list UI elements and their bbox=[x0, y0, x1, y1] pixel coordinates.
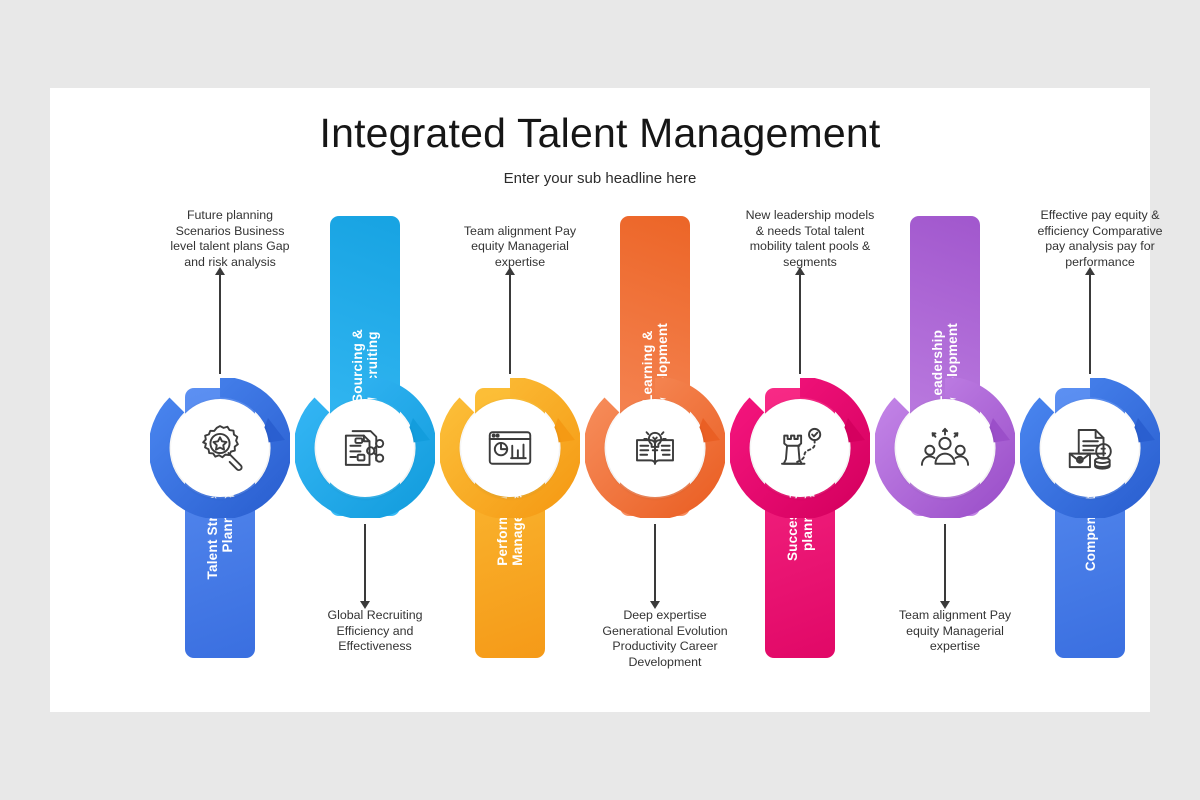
arrow-head-icon bbox=[650, 601, 660, 609]
step-icon-disc-5 bbox=[751, 399, 849, 497]
gear-star-magnifier-icon bbox=[202, 425, 243, 471]
step-description-6: Team alignment Pay equity Managerial exp… bbox=[898, 608, 1012, 653]
arrow-head-icon bbox=[360, 601, 370, 609]
process-step-2[interactable]: Sourcing & Recruiting Global Recruiting … bbox=[295, 88, 455, 712]
step-icon-disc-2 bbox=[316, 399, 414, 497]
step-icon-disc-1 bbox=[171, 399, 269, 497]
process-step-3[interactable]: Performance Management Team alignment Pa… bbox=[440, 88, 600, 712]
connector-arrow-6 bbox=[940, 524, 950, 609]
process-step-1[interactable]: Talent Strategy & Planning Future planni… bbox=[150, 88, 310, 712]
step-icon-disc-6 bbox=[896, 399, 994, 497]
step-description-4: Deep expertise Generational Evolution Pr… bbox=[602, 608, 728, 669]
connector-arrow-5 bbox=[795, 267, 805, 374]
page-title: Integrated Talent Management bbox=[319, 110, 881, 156]
arrow-head-icon bbox=[940, 601, 950, 609]
connector-arrow-4 bbox=[650, 524, 660, 609]
step-icon-ring-1[interactable] bbox=[150, 378, 290, 518]
arrow-head-icon bbox=[795, 267, 805, 275]
connector-arrow-3 bbox=[505, 267, 515, 374]
process-step-4[interactable]: Learning & Development Deep expertise Ge… bbox=[585, 88, 745, 712]
arrow-head-icon bbox=[505, 267, 515, 275]
step-icon-ring-3[interactable] bbox=[440, 378, 580, 518]
step-description-2: Global Recruiting Efficiency and Effecti… bbox=[327, 608, 423, 653]
step-icon-ring-7[interactable] bbox=[1020, 378, 1160, 518]
chess-rook-goal-icon bbox=[781, 427, 822, 465]
step-description-5: New leadership models & needs Total tale… bbox=[745, 208, 875, 269]
team-leader-icon bbox=[920, 427, 970, 466]
step-icon-ring-2[interactable] bbox=[295, 378, 435, 518]
step-icon-disc-7 bbox=[1041, 399, 1139, 497]
book-lightbulb-icon bbox=[636, 431, 674, 465]
payroll-money-icon bbox=[1068, 429, 1112, 470]
step-icon-disc-3 bbox=[461, 399, 559, 497]
process-step-6[interactable]: Leadership Development Team alignment Pa… bbox=[875, 88, 1035, 712]
step-description-7: Effective pay equity & efficiency Compar… bbox=[1037, 208, 1163, 269]
connector-arrow-1 bbox=[215, 267, 225, 374]
page-subtitle: Enter your sub headline here bbox=[503, 170, 697, 187]
step-icon-ring-4[interactable] bbox=[585, 378, 725, 518]
connector-arrow-7 bbox=[1085, 267, 1095, 374]
document-share-icon bbox=[344, 430, 385, 466]
step-icon-disc-4 bbox=[606, 399, 704, 497]
chart-report-icon bbox=[488, 431, 532, 465]
arrow-head-icon bbox=[1085, 267, 1095, 275]
process-step-7[interactable]: Compensation Effective pay equity & effi… bbox=[1020, 88, 1180, 712]
step-description-3: Team alignment Pay equity Managerial exp… bbox=[463, 223, 577, 269]
step-icon-ring-6[interactable] bbox=[875, 378, 1015, 518]
slide-canvas: Integrated Talent Management Enter your … bbox=[50, 88, 1163, 712]
process-step-5[interactable]: Succession planning New leadership model… bbox=[730, 88, 890, 712]
connector-arrow-2 bbox=[360, 524, 370, 609]
step-icon-ring-5[interactable] bbox=[730, 378, 870, 518]
arrow-head-icon bbox=[215, 267, 225, 275]
step-description-1: Future planning Scenarios Business level… bbox=[170, 208, 290, 269]
